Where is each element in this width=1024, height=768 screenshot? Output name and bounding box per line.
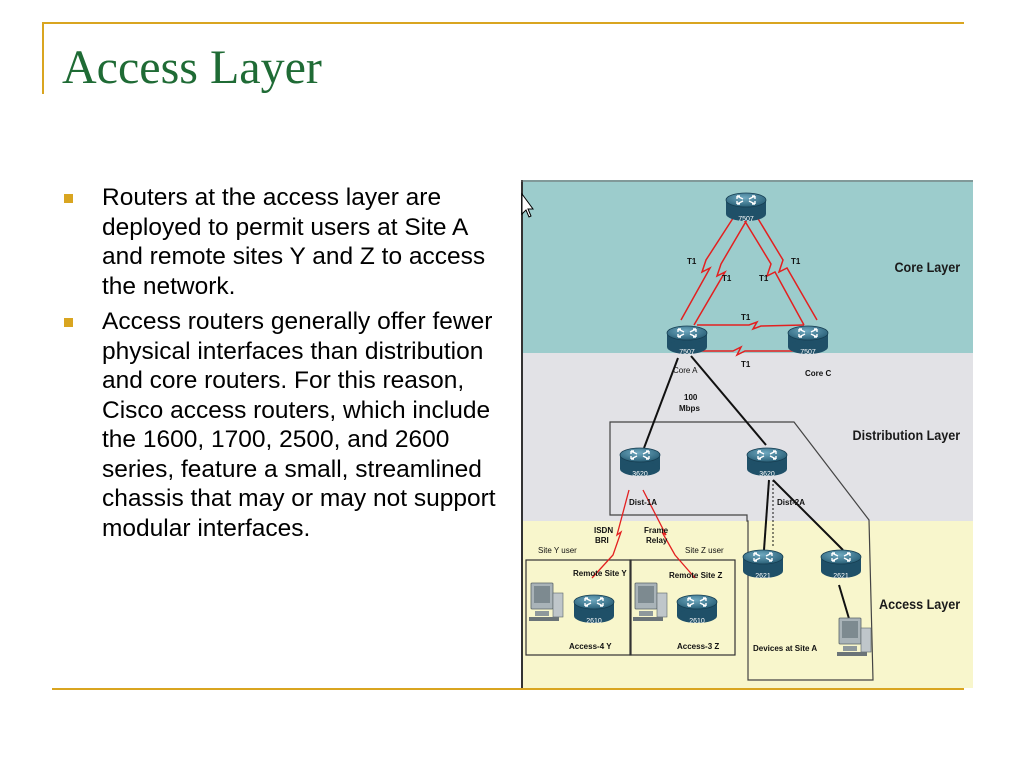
relay-label: Relay [646,536,668,545]
t1-label: T1 [741,360,751,369]
svg-text:3620: 3620 [632,471,648,478]
frame-left-rule [42,22,44,94]
frame-bottom-rule [52,688,964,690]
svg-text:2621: 2621 [833,573,849,580]
t1-label: T1 [722,274,732,283]
square-bullet-icon [64,194,73,203]
speed-unit-label: Mbps [679,404,700,413]
speed-label: 100 [684,393,698,402]
t1-label: T1 [687,257,697,266]
core-a-label: Core A [673,366,698,375]
distribution-layer-label: Distribution Layer [853,427,961,443]
svg-text:3620: 3620 [759,471,775,478]
network-diagram: 7507 7507 7507 3620 3620 2621 2621 2610 … [521,180,973,688]
dist-2a-label: Dist-2A [777,498,805,507]
frame-label: Frame [644,526,669,535]
mouse-cursor-icon [521,192,534,218]
dist-1a-label: Dist-1A [629,498,657,507]
access-4y-label: Access-4 Y [569,642,612,651]
slide-title: Access Layer [62,41,322,94]
t1-label: T1 [791,257,801,266]
bullet-item: Access routers generally offer fewer phy… [62,307,502,543]
core-wan-links [680,211,818,357]
lan-links [643,355,851,623]
router-remote-y: 2610 [573,594,615,625]
access-wan-links [591,489,696,579]
remote-site-z-label: Remote Site Z [669,571,722,580]
remote-site-y-label: Remote Site Y [573,569,627,578]
router-site-a-right: 2621 [820,549,862,580]
router-dist-1a: 3620 [619,447,661,478]
svg-text:7507: 7507 [738,216,754,223]
svg-text:7507: 7507 [800,349,816,356]
bullet-text: Routers at the access layer are deployed… [102,184,486,300]
site-z-user-label: Site Z user [685,546,724,555]
bullet-item: Routers at the access layer are deployed… [62,183,502,301]
router-dist-2a: 3620 [746,447,788,478]
site-a-boundary [609,421,874,681]
access-layer-label: Access Layer [879,596,960,612]
remote-site-y-box [525,559,632,656]
remote-site-z-box [629,559,736,656]
svg-text:2621: 2621 [755,573,771,580]
isdn-label: ISDN [594,526,613,535]
t1-label: T1 [741,313,751,322]
router-core-c: 7507 [787,325,829,356]
devices-site-a-label: Devices at Site A [753,644,817,653]
core-layer-label: Core Layer [894,259,960,275]
bri-label: BRI [595,536,609,545]
access-3z-label: Access-3 Z [677,642,719,651]
router-core-a: 7507 [666,325,708,356]
router-7507-top: 7507 [725,192,767,223]
bullet-list: Routers at the access layer are deployed… [62,183,502,549]
site-y-user-label: Site Y user [538,546,577,555]
svg-text:7507: 7507 [679,349,695,356]
router-site-a-left: 2621 [742,549,784,580]
frame-top-rule [42,22,964,24]
svg-text:2610: 2610 [689,618,705,625]
router-remote-z: 2610 [676,594,718,625]
distribution-layer-band [521,353,973,521]
bullet-text: Access routers generally offer fewer phy… [102,308,496,542]
core-c-label: Core C [805,369,831,378]
square-bullet-icon [64,318,73,327]
t1-label: T1 [759,274,769,283]
svg-text:2610: 2610 [586,618,602,625]
